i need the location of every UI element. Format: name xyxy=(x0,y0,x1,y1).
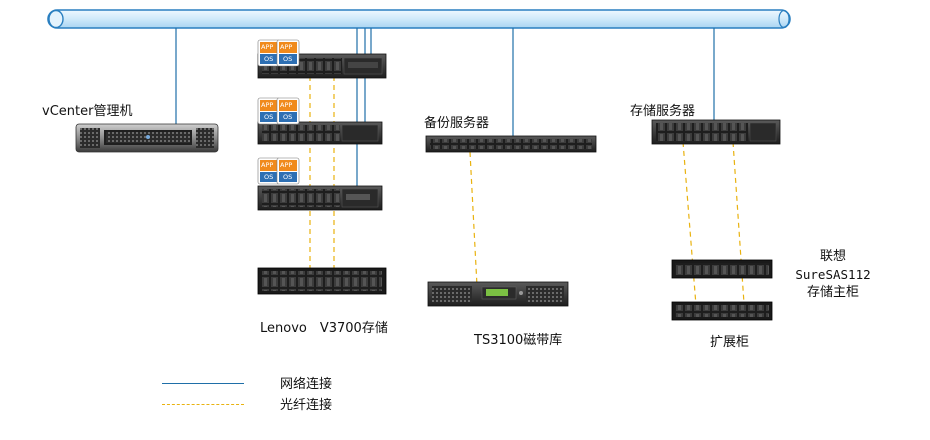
vm-icon-stack-2 xyxy=(257,97,300,125)
vcenter-server xyxy=(75,123,219,153)
backup-server xyxy=(425,135,597,153)
app-label: APP xyxy=(261,101,274,109)
storage-server-label: 存储服务器 xyxy=(630,104,696,119)
lenovo-storage-label: Lenovo V3700存储 xyxy=(260,321,388,336)
network-bus xyxy=(47,9,791,29)
suresas-expansion-enclosure xyxy=(671,301,773,321)
fiber-sas-a xyxy=(682,141,698,319)
os-label: OS xyxy=(264,113,274,121)
suresas-label-line2: SureSAS112 xyxy=(795,267,871,282)
tape-library-label: TS3100磁带库 xyxy=(474,333,563,348)
app-label: APP xyxy=(261,43,274,51)
legend-fiber-line xyxy=(162,404,244,405)
lenovo-v3700-storage xyxy=(257,267,387,295)
vcenter-label: vCenter管理机 xyxy=(42,104,133,119)
ts3100-tape-library xyxy=(427,281,569,307)
suresas-label: 联想 SureSAS112 存储主柜 xyxy=(788,248,878,302)
vm-icon-stack-3 xyxy=(257,157,300,185)
os-label: OS xyxy=(283,113,293,121)
suresas-label-line3: 存储主柜 xyxy=(806,285,859,300)
host-server-3 xyxy=(257,185,383,211)
os-label: OS xyxy=(283,173,293,181)
fiber-sas-b xyxy=(732,141,746,319)
expansion-label: 扩展柜 xyxy=(710,335,750,350)
app-label: APP xyxy=(280,101,293,109)
legend-network-label: 网络连接 xyxy=(280,377,333,392)
app-label: APP xyxy=(280,161,293,169)
vm-icon-stack-1 xyxy=(257,39,300,67)
app-label: APP xyxy=(261,161,274,169)
os-label: OS xyxy=(264,55,274,63)
fiber-links xyxy=(309,76,746,319)
fiber-tape xyxy=(469,151,478,287)
suresas-label-line1: 联想 xyxy=(819,249,846,264)
suresas-main-enclosure xyxy=(671,259,773,279)
os-label: OS xyxy=(283,55,293,63)
os-label: OS xyxy=(264,173,274,181)
backup-server-label: 备份服务器 xyxy=(424,116,490,131)
host-server-2 xyxy=(257,121,383,145)
app-label: APP xyxy=(280,43,293,51)
legend-network-line xyxy=(162,383,244,384)
legend-fiber-label: 光纤连接 xyxy=(280,398,333,413)
storage-server xyxy=(651,119,781,145)
